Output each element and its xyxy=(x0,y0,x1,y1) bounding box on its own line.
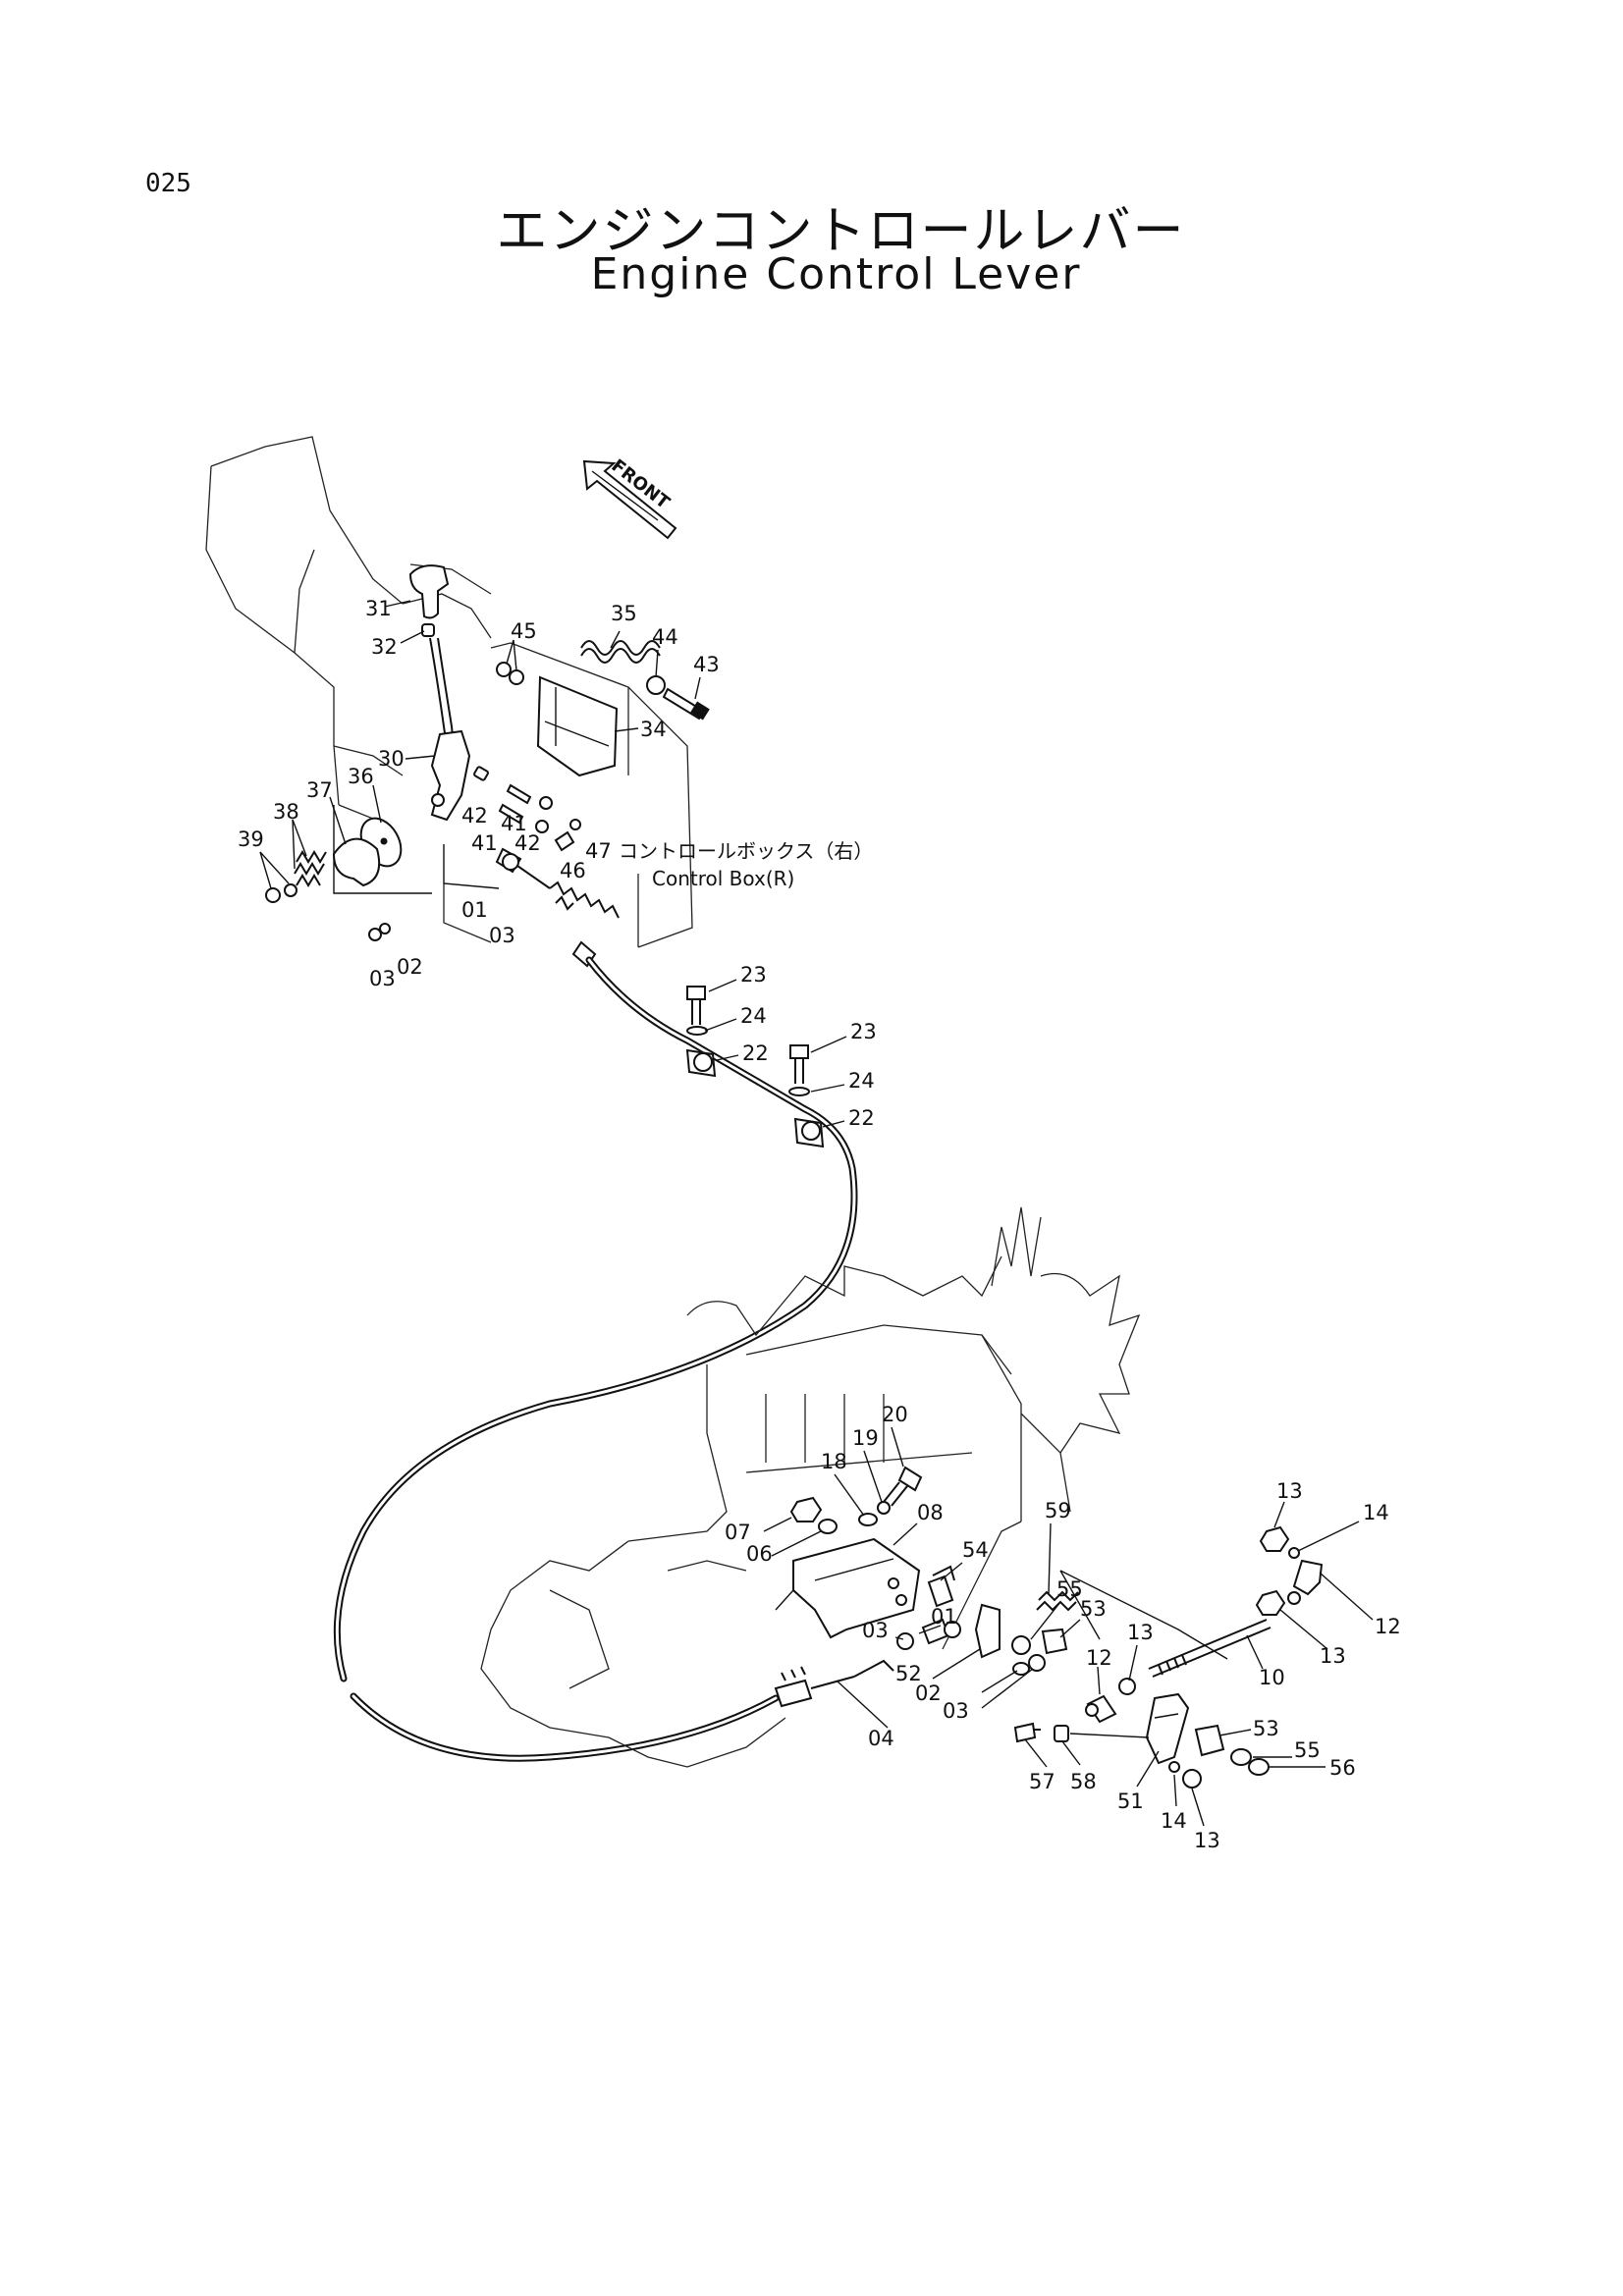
control-box-label-en: Control Box(R) xyxy=(652,867,794,890)
callout-label: 03 xyxy=(862,1619,889,1642)
callout-label: 30 xyxy=(378,747,405,771)
front-label: FRONT xyxy=(608,455,675,513)
callout-label: 31 xyxy=(365,597,392,620)
callout-label: 13 xyxy=(1320,1644,1346,1668)
callout-label: 36 xyxy=(348,765,374,788)
callout-label: 53 xyxy=(1253,1717,1279,1740)
callout-label: 41 xyxy=(471,831,498,855)
callout-label: 37 xyxy=(306,778,333,802)
callout-label: 24 xyxy=(740,1004,767,1028)
nut-part xyxy=(421,623,435,637)
callout-label: 01 xyxy=(461,898,488,922)
callout-label: 03 xyxy=(369,967,396,990)
callout-label: 22 xyxy=(742,1041,769,1065)
callout-label: 01 xyxy=(931,1605,957,1629)
callout-labels: 31 32 45 35 44 43 34 30 36 37 38 39 42 4… xyxy=(238,597,1401,1852)
callout-label: 54 xyxy=(962,1538,989,1562)
callout-label: 02 xyxy=(915,1682,942,1705)
engine-outline xyxy=(480,1206,1141,1768)
front-arrow: FRONT xyxy=(582,455,677,540)
callout-label: 42 xyxy=(514,831,541,855)
callout-label: 59 xyxy=(1045,1499,1071,1522)
callout-label: 58 xyxy=(1070,1770,1097,1793)
title-japanese: エンジンコントロールレバー xyxy=(496,202,1186,261)
callout-label: 23 xyxy=(850,1020,877,1043)
callout-label: 44 xyxy=(652,625,678,649)
callout-label: 22 xyxy=(848,1106,875,1130)
callout-label: 47 xyxy=(585,839,612,863)
callout-label: 10 xyxy=(1259,1666,1285,1689)
callout-label: 55 xyxy=(1294,1738,1321,1762)
callout-label: 43 xyxy=(693,653,720,676)
callout-label: 34 xyxy=(640,718,667,741)
callout-label: 35 xyxy=(611,602,637,625)
engine-bracket xyxy=(792,1537,921,1639)
callout-label: 32 xyxy=(371,635,398,659)
callout-label: 19 xyxy=(852,1426,879,1450)
title-english: Engine Control Lever xyxy=(590,249,1082,299)
callout-label: 57 xyxy=(1029,1770,1055,1793)
callout-label: 39 xyxy=(238,828,264,851)
callout-label: 45 xyxy=(511,619,537,643)
control-box-label: コントロールボックス（右） Control Box(R) xyxy=(619,839,873,890)
callout-label: 02 xyxy=(397,955,423,979)
page-number: 025 xyxy=(145,169,191,198)
callout-label: 12 xyxy=(1375,1615,1401,1638)
control-box-label-jp: コントロールボックス（右） xyxy=(619,839,873,863)
callout-label: 41 xyxy=(501,812,527,835)
bracket-part xyxy=(536,675,619,777)
callout-label: 23 xyxy=(740,963,767,987)
callout-label: 52 xyxy=(895,1662,922,1685)
callout-label: 13 xyxy=(1194,1829,1220,1852)
callout-label: 51 xyxy=(1117,1789,1144,1813)
callout-label: 08 xyxy=(917,1501,944,1524)
callout-label: 42 xyxy=(461,804,488,828)
callout-label: 06 xyxy=(746,1542,773,1566)
callout-label: 03 xyxy=(489,924,515,947)
callout-label: 13 xyxy=(1127,1621,1154,1644)
callout-label: 20 xyxy=(882,1403,908,1426)
control-cable xyxy=(333,847,858,1762)
knob-part xyxy=(408,564,450,619)
callout-label: 55 xyxy=(1056,1577,1083,1601)
callout-label: 07 xyxy=(725,1521,751,1544)
callout-label: 12 xyxy=(1086,1646,1112,1670)
callout-label: 46 xyxy=(560,859,586,882)
engine-linkage xyxy=(763,1426,1374,1827)
callout-label: 14 xyxy=(1161,1809,1187,1833)
lever-assembly xyxy=(259,564,710,941)
callout-label: 13 xyxy=(1276,1479,1303,1503)
callout-label: 53 xyxy=(1080,1597,1107,1621)
callout-label: 14 xyxy=(1363,1501,1389,1524)
callout-label: 56 xyxy=(1329,1756,1356,1780)
callout-label: 18 xyxy=(821,1450,847,1473)
callout-label: 03 xyxy=(943,1699,969,1723)
control-box-outline xyxy=(443,642,693,948)
callout-label: 38 xyxy=(273,800,299,824)
callout-label: 24 xyxy=(848,1069,875,1093)
callout-label: 04 xyxy=(868,1727,894,1750)
